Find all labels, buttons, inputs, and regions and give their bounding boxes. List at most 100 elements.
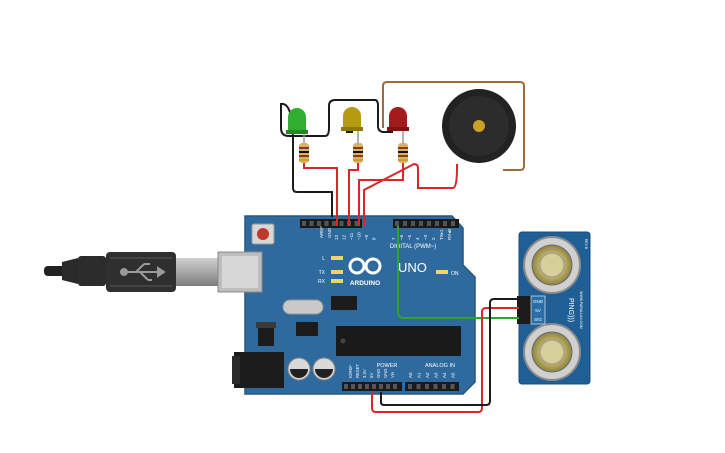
- power-pin-label: 3.3V: [362, 369, 367, 378]
- capacitors: [287, 357, 336, 381]
- pin-hole[interactable]: [339, 221, 344, 226]
- led-tx-label: TX: [319, 270, 326, 276]
- pin-hole[interactable]: [408, 384, 412, 389]
- pin-hole[interactable]: [302, 221, 306, 226]
- analog-pin-label: A5: [451, 372, 456, 378]
- analog-header: [405, 382, 459, 391]
- digital-pin-label: 12: [342, 234, 347, 240]
- digital-pin-label: ~3: [423, 234, 428, 240]
- digital-pin-label: ~11: [349, 232, 354, 240]
- pin-hole[interactable]: [451, 221, 455, 226]
- wire-buzzer-brown: [382, 81, 525, 171]
- arduino-logo-icon: [348, 257, 382, 275]
- microcontroller-chip: [336, 326, 461, 356]
- digital-label: DIGITAL (PWM~): [390, 244, 437, 250]
- power-pin-label: IOREF: [348, 365, 353, 378]
- pin-hole[interactable]: [358, 384, 362, 389]
- ultrasonic-sensor[interactable]: GND 5V SIG PING))) WWW.PARALLAX.COM REV …: [517, 231, 591, 385]
- led-on-label: ON: [451, 271, 459, 277]
- wire-sensor-gnd: [380, 298, 519, 406]
- pin-hole[interactable]: [344, 384, 348, 389]
- wire-buzzer-signal: [363, 162, 458, 226]
- brand-label: ARDUINO: [350, 280, 380, 287]
- pin-hole[interactable]: [372, 384, 376, 389]
- pin-hole[interactable]: [324, 221, 329, 226]
- digital-header-right: [393, 219, 459, 228]
- pin-hole[interactable]: [354, 221, 359, 226]
- pin-hole[interactable]: [427, 221, 431, 226]
- digital-pin-label: ~5: [407, 234, 412, 240]
- resistor-2[interactable]: [353, 131, 363, 163]
- model-label: UNO: [398, 260, 427, 275]
- sensor-pin-sig: SIG: [534, 317, 542, 322]
- sensor-rev: REV B: [584, 239, 588, 250]
- digital-pin-label: ~6: [399, 234, 404, 240]
- bottom-pin-holes: [344, 384, 455, 389]
- analog-pin-label: A1: [417, 372, 422, 378]
- power-label: POWER: [377, 363, 398, 369]
- digital-pin-label: 2: [431, 237, 436, 240]
- pin-hole[interactable]: [395, 221, 399, 226]
- pin-hole[interactable]: [425, 384, 429, 389]
- led-l-label: L: [322, 256, 325, 262]
- digital-pin-label: 8: [372, 237, 377, 240]
- aref-label: AREF: [319, 226, 324, 238]
- resistor-3[interactable]: [398, 131, 408, 163]
- resistor-1[interactable]: [299, 134, 309, 163]
- led-green[interactable]: [286, 108, 308, 134]
- pin-hole[interactable]: [450, 384, 455, 389]
- sensor-pin-5v: 5V: [535, 308, 541, 313]
- led-rx-label: RX: [318, 279, 326, 285]
- analog-pin-label: A4: [442, 372, 447, 378]
- pin-hole[interactable]: [416, 384, 421, 389]
- pin-hole[interactable]: [379, 384, 383, 389]
- pin-hole[interactable]: [351, 384, 355, 389]
- pin-hole[interactable]: [443, 221, 447, 226]
- digital-pin-label: TX▸1: [439, 229, 444, 240]
- digital-header-left: [300, 219, 362, 228]
- led-red[interactable]: [387, 107, 409, 131]
- digital-pin-label: RX◂0: [447, 228, 452, 240]
- sensor-brand: PING))): [567, 298, 574, 322]
- piezo-buzzer[interactable]: [442, 89, 516, 163]
- wire-sensor-signal: [397, 226, 519, 319]
- analog-pin-label: A2: [425, 372, 430, 378]
- pin-hole[interactable]: [403, 221, 407, 226]
- header-pin-holes: [302, 221, 455, 226]
- usb-cable: [44, 252, 218, 292]
- pin-hole[interactable]: [393, 384, 397, 389]
- analog-pin-label: A3: [434, 372, 439, 378]
- pin-hole[interactable]: [309, 221, 314, 226]
- gnd-pin-label: GND: [327, 227, 332, 238]
- pin-hole[interactable]: [435, 221, 439, 226]
- pin-hole[interactable]: [386, 384, 390, 389]
- pin-hole[interactable]: [433, 384, 438, 389]
- led-yellow[interactable]: [341, 107, 363, 131]
- reset-button[interactable]: [251, 223, 275, 245]
- wire-gnd-led-chain: [294, 99, 393, 137]
- wire-red-led: [358, 155, 404, 226]
- analog-label: ANALOG IN: [425, 363, 455, 369]
- pin-hole[interactable]: [317, 221, 321, 226]
- pin-hole[interactable]: [419, 221, 423, 226]
- digital-pin-label: ~9: [364, 234, 369, 240]
- sensor-url: WWW.PARALLAX.COM: [579, 291, 583, 329]
- power-pin-label: GND: [383, 369, 388, 378]
- analog-pin-label: A0: [408, 372, 413, 378]
- power-pin-label: RESET: [355, 364, 360, 378]
- pin-hole[interactable]: [442, 384, 446, 389]
- digital-pin-label: ~10: [357, 232, 362, 240]
- pin-hole[interactable]: [365, 384, 369, 389]
- pin-hole[interactable]: [332, 221, 336, 226]
- digital-pin-label: 13: [334, 234, 339, 240]
- usb-icon: [120, 263, 166, 281]
- power-pin-label: GND: [376, 369, 381, 378]
- wire-sensor-5v: [371, 307, 519, 413]
- pin-hole[interactable]: [411, 221, 415, 226]
- power-pin-label: 5V: [369, 373, 374, 378]
- digital-pin-label: 7: [391, 237, 396, 240]
